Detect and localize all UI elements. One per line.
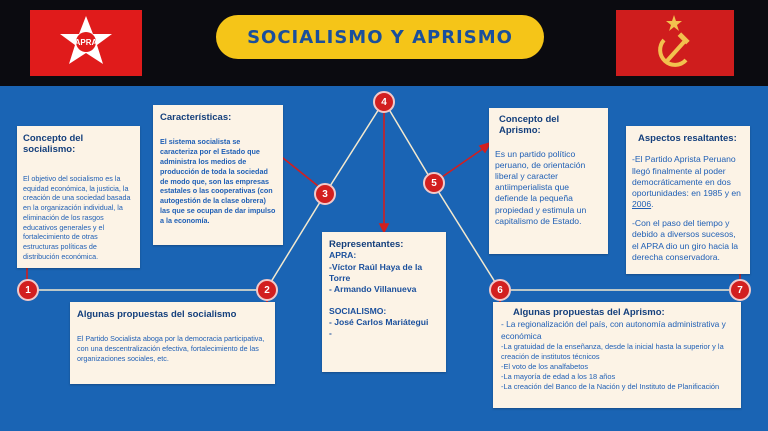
card-concepto-socialismo: Concepto del socialismo: El objetivo del… [17, 126, 140, 268]
timeline-node-6: 6 [489, 279, 511, 301]
proposal-item: -La gratuidad de la enseñanza, desde la … [501, 342, 724, 362]
card-body-2: -Con el paso del tiempo y debido a diver… [632, 218, 739, 262]
apra-flag: APRA [30, 10, 142, 76]
card-concepto-aprismo: Concepto del Aprismo: Es un partido polí… [489, 108, 608, 254]
card-propuestas-socialismo: Algunas propuestas del socialismo El Par… [70, 302, 275, 384]
card-title: Algunas propuestas del socialismo [77, 309, 237, 320]
aspect-text: -El Partido Aprista Peruano llegó finalm… [632, 154, 741, 198]
timeline-node-1: 1 [17, 279, 39, 301]
apra-representative-2: - Armando Villanueva [329, 283, 417, 294]
apra-label: APRA: [329, 250, 357, 261]
ussr-flag [616, 10, 734, 76]
card-title: Aspectos resaltantes: [638, 133, 737, 144]
timeline-node-2: 2 [256, 279, 278, 301]
timeline-node-5: 5 [423, 172, 445, 194]
socialismo-label: SOCIALISMO: [329, 306, 387, 317]
socialismo-representative-1: - José Carlos Mariátegui [329, 317, 429, 328]
timeline-node-3: 3 [314, 183, 336, 205]
proposal-intro: - La regionalización del país, con auton… [501, 319, 726, 341]
card-title: Concepto del socialismo: [23, 133, 84, 156]
header-bar: APRA SOCIALISMO Y APRISMO [0, 0, 768, 86]
aspect-year-link[interactable]: 2006 [632, 199, 652, 210]
socialismo-representative-2: - [329, 328, 332, 339]
card-title: Representantes: [329, 239, 404, 250]
aspect-end: . [651, 199, 654, 210]
card-body: Es un partido político peruano, de orien… [495, 148, 587, 226]
card-caracteristicas: Características: El sistema socialista s… [153, 105, 283, 245]
card-title: Algunas propuestas del Aprismo: [513, 307, 665, 318]
timeline-node-7: 7 [729, 279, 751, 301]
title-banner: SOCIALISMO Y APRISMO [216, 15, 544, 59]
card-title: Características: [160, 112, 232, 123]
card-body: El Partido Socialista aboga por la democ… [77, 334, 265, 363]
card-title: Concepto del Aprismo: [499, 114, 560, 137]
card-body-1: -El Partido Aprista Peruano llegó finalm… [632, 154, 744, 210]
card-representantes: Representantes: APRA: -Víctor Raúl Haya … [322, 232, 446, 372]
apra-star-flag-icon: APRA [60, 16, 112, 64]
card-body: El sistema socialista se caracteriza por… [160, 137, 276, 225]
proposal-item: -La mayoría de edad a los 18 años [501, 372, 616, 382]
card-aspectos-resaltantes: Aspectos resaltantes: -El Partido Aprist… [626, 126, 750, 274]
card-propuestas-aprismo: Algunas propuestas del Aprismo: - La reg… [493, 302, 741, 408]
proposal-item: -La creación del Banco de la Nación y de… [501, 382, 720, 392]
hammer-sickle-flag-icon [658, 15, 690, 67]
apra-representative-1: -Víctor Raúl Haya de la Torre [329, 261, 423, 283]
card-body: El objetivo del socialismo es la equidad… [23, 173, 131, 262]
page-title: SOCIALISMO Y APRISMO [247, 26, 513, 48]
apra-flag-text: APRA [75, 38, 98, 47]
timeline-node-4: 4 [373, 91, 395, 113]
proposal-item: -El voto de los analfabetos [501, 362, 589, 372]
